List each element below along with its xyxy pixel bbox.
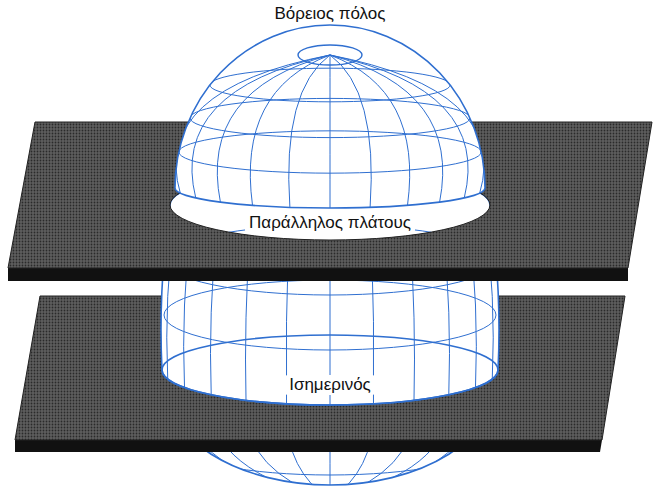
parallel-label: Παράλληλος πλάτους	[245, 213, 415, 233]
northern-cap	[175, 25, 485, 208]
pole-label: Βόρειος πόλος	[271, 4, 390, 24]
equator-label: Ισημερινός	[285, 375, 375, 395]
